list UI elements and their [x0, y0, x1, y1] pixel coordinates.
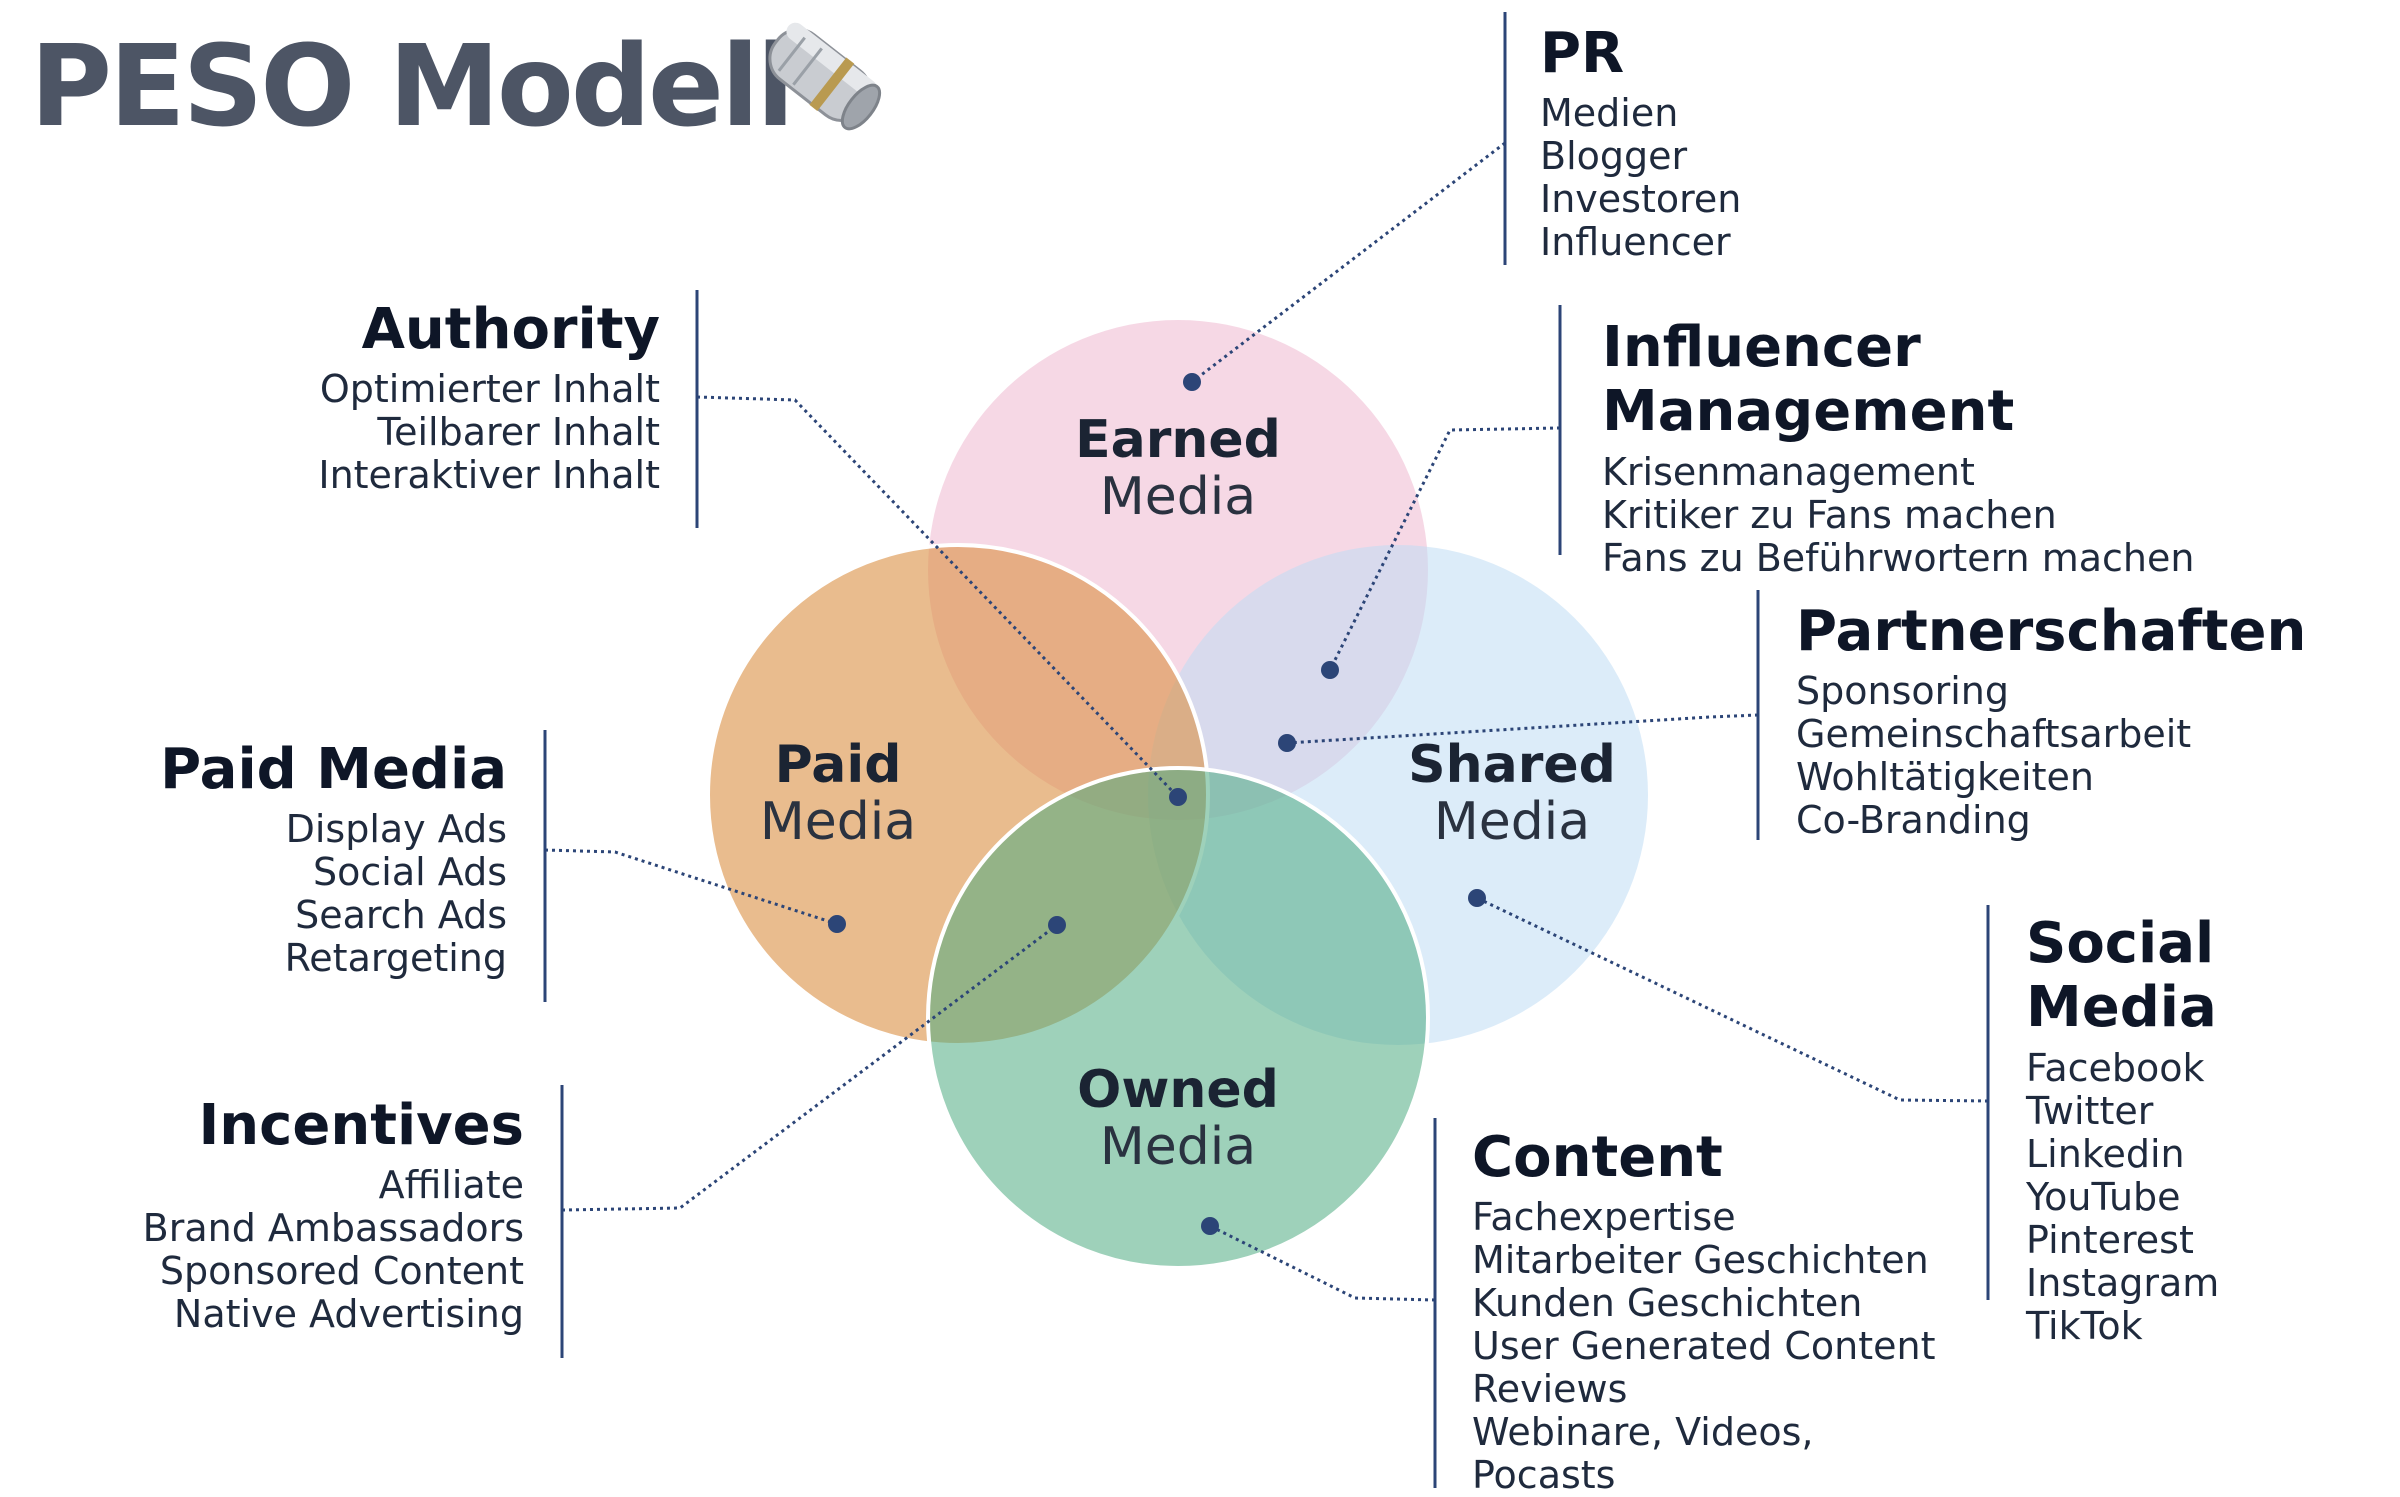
paid-item: Social Ads — [313, 850, 507, 895]
influencer-item: Kritiker zu Fans machen — [1602, 492, 2057, 537]
pr-dot — [1183, 373, 1201, 391]
content-item: Pocasts — [1472, 1453, 1616, 1497]
content-item: Mitarbeiter Geschichten — [1472, 1238, 1929, 1283]
partner-connector — [1286, 713, 1759, 745]
owned-label-regular: Media — [1099, 1117, 1257, 1177]
paid-label: Paid Media — [688, 737, 988, 851]
content-item: Reviews — [1472, 1367, 1628, 1412]
influencer-dot — [1321, 661, 1339, 679]
influencer-block: Influencer Management Krisenmanagement K… — [1602, 315, 2195, 580]
social-dot — [1468, 889, 1486, 907]
incentives-item: Native Advertising — [173, 1292, 524, 1337]
social-item: TikTok — [2026, 1303, 2143, 1348]
authority-title: Authority — [361, 297, 660, 362]
authority-item: Teilbarer Inhalt — [377, 410, 660, 455]
pr-item: Medien — [1540, 91, 1679, 136]
paid-connector — [544, 848, 838, 926]
incentives-block: Incentives Affiliate Brand Ambassadors S… — [142, 1093, 524, 1337]
title-text: PESO Modell — [30, 22, 795, 152]
pr-block: PR Medien Blogger Investoren Influencer — [1540, 21, 1742, 265]
content-dot — [1201, 1217, 1219, 1235]
authority-block: Authority Optimierter Inhalt Teilbarer I… — [318, 297, 660, 498]
influencer-title-line2: Management — [1602, 379, 2015, 445]
partner-item: Sponsoring — [1796, 669, 2010, 714]
paid-block: Paid Media Display Ads Social Ads Search… — [160, 737, 507, 981]
page-title: PESO Modell — [30, 20, 795, 154]
paid-item: Display Ads — [285, 807, 507, 852]
content-item: Webinare, Videos, — [1472, 1410, 1814, 1455]
partner-item: Gemeinschaftsarbeit — [1796, 712, 2192, 757]
pr-title: PR — [1540, 21, 1625, 86]
owned-circle — [926, 766, 1430, 1270]
influencer-title-line1: Influencer — [1602, 315, 1921, 380]
incentives-item: Affiliate — [378, 1163, 524, 1208]
shared-label: Shared Media — [1362, 737, 1662, 851]
pr-connector — [1191, 141, 1506, 384]
social-title: Social Media — [2026, 911, 2217, 1041]
paid-label-bold: Paid — [774, 735, 902, 795]
authority-item: Interaktiver Inhalt — [318, 453, 660, 498]
paid-dot — [828, 915, 846, 933]
paid-title: Paid Media — [160, 737, 507, 802]
content-item: Kunden Geschichten — [1472, 1281, 1863, 1326]
partner-block: Partnerschaften Sponsoring Gemeinschafts… — [1796, 599, 2307, 843]
pr-item: Blogger — [1540, 134, 1688, 179]
influencer-item: Fans zu Beführwortern machen — [1602, 535, 2195, 580]
influencer-item: Krisenmanagement — [1602, 449, 1975, 494]
earned-label-regular: Media — [1099, 467, 1257, 527]
authority-item: Optimierter Inhalt — [319, 367, 660, 412]
social-item: Linkedin — [2026, 1131, 2185, 1176]
authority-dot — [1169, 788, 1187, 806]
owned-label-bold: Owned — [1077, 1060, 1279, 1120]
content-title: Content — [1472, 1125, 1723, 1190]
incentives-item: Sponsored Content — [159, 1249, 524, 1294]
partner-item: Wohltätigkeiten — [1796, 755, 2094, 800]
content-item: Fachexpertise — [1472, 1195, 1736, 1240]
content-block: Content Fachexpertise Mitarbeiter Geschi… — [1472, 1125, 1936, 1497]
social-item: Facebook — [2026, 1045, 2205, 1090]
partner-title: Partnerschaften — [1796, 599, 2307, 664]
partner-dot — [1278, 734, 1296, 752]
social-block: Social Media Facebook Twitter Linkedin Y… — [2026, 911, 2400, 1348]
paid-item: Retargeting — [284, 936, 507, 981]
content-item: User Generated Content — [1472, 1324, 1936, 1369]
partner-item: Co-Branding — [1796, 798, 2031, 843]
influencer-connector — [1328, 426, 1561, 671]
newspaper-icon — [768, 22, 882, 131]
incentives-dot — [1048, 916, 1066, 934]
authority-connector — [696, 395, 1180, 799]
shared-label-bold: Shared — [1408, 735, 1616, 795]
social-item: Instagram — [2026, 1260, 2220, 1305]
owned-label: Owned Media — [1028, 1062, 1328, 1176]
social-item: YouTube — [2026, 1174, 2181, 1219]
incentives-title: Incentives — [198, 1093, 524, 1158]
earned-label-bold: Earned — [1075, 410, 1281, 470]
social-item: Pinterest — [2026, 1217, 2194, 1262]
shared-label-regular: Media — [1433, 792, 1591, 852]
earned-label: Earned Media — [1028, 412, 1328, 526]
incentives-item: Brand Ambassadors — [142, 1206, 524, 1251]
social-item: Twitter — [2026, 1088, 2154, 1133]
pr-item: Influencer — [1540, 220, 1731, 265]
paid-label-regular: Media — [759, 792, 917, 852]
social-connector — [1476, 896, 1989, 1103]
paid-item: Search Ads — [295, 893, 507, 938]
pr-item: Investoren — [1540, 177, 1742, 222]
